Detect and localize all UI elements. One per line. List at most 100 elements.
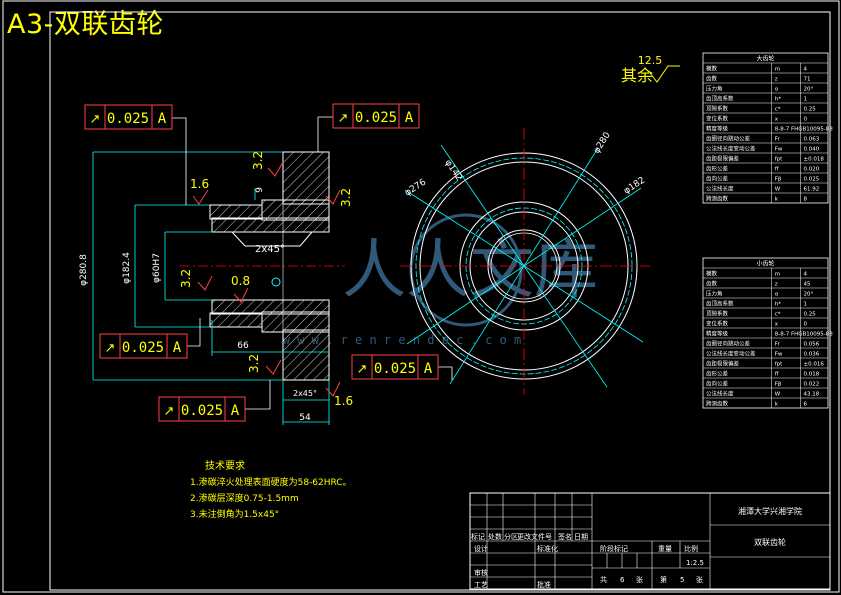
tol-value: 0.025 bbox=[355, 110, 397, 126]
table-cell: 4 bbox=[804, 67, 808, 73]
table-cell: ff bbox=[775, 372, 779, 378]
table-cell: Fw bbox=[775, 352, 783, 358]
table-cell: x bbox=[775, 117, 779, 123]
table-cell: 45 bbox=[804, 282, 811, 288]
tb-label: 设计 bbox=[474, 544, 488, 553]
table-cell: Fβ bbox=[775, 177, 782, 183]
table-cell: 齿形公差 bbox=[706, 370, 729, 378]
tol-value: 0.025 bbox=[107, 111, 149, 127]
table-cell: 0.25 bbox=[804, 107, 817, 113]
table-cell: α bbox=[775, 87, 779, 93]
table-cell: 0.063 bbox=[804, 137, 820, 143]
table-cell: 43.18 bbox=[804, 392, 820, 398]
big-gear-lower-rim bbox=[282, 329, 330, 381]
table-cell: Fr bbox=[775, 342, 781, 348]
table-cell: ±0.016 bbox=[804, 362, 825, 368]
section-view: φ280.8 φ182.4 φ60H7 2x45° 2x45° 9 66 54 … bbox=[79, 116, 453, 425]
table-cell: 齿圈径向跳动公差 bbox=[706, 135, 751, 143]
tb-label: 工艺 bbox=[474, 581, 488, 589]
tech-req-item: 1.渗碳淬火处理表面硬度为58-62HRC。 bbox=[190, 476, 352, 488]
table-cell: m bbox=[775, 67, 780, 73]
table-cell: 齿距极限偏差 bbox=[706, 360, 740, 368]
surface-label: 其余 bbox=[621, 66, 653, 85]
tol-symbol: ↗ bbox=[105, 341, 116, 356]
tb-label: 阶段标记 bbox=[600, 544, 628, 553]
datum-a-marker bbox=[271, 277, 281, 287]
tb-label: 审核 bbox=[474, 568, 488, 577]
circle-dim-2: φ276 bbox=[403, 177, 428, 198]
table-cell: 精度等级 bbox=[706, 330, 729, 338]
roughness-7: 1.6 bbox=[334, 394, 353, 408]
page-title: A3-双联齿轮 bbox=[7, 9, 164, 40]
table-cell: Fr bbox=[775, 137, 781, 143]
table-cell: 0 bbox=[804, 322, 808, 328]
table-cell: k bbox=[775, 197, 779, 203]
tb-label: 张 bbox=[636, 575, 643, 584]
table-cell: Fβ bbox=[775, 382, 782, 388]
tb-label: 第 bbox=[660, 575, 667, 584]
table-cell: 0.022 bbox=[804, 382, 820, 388]
table-title: 大齿轮 bbox=[756, 55, 774, 63]
surface-value: 12.5 bbox=[638, 54, 663, 67]
tb-label: 处数 bbox=[488, 532, 502, 541]
roughness-1: 1.6 bbox=[190, 177, 209, 191]
tb-part: 双联齿轮 bbox=[754, 537, 786, 547]
table-cell: 齿圈径向跳动公差 bbox=[706, 340, 751, 348]
surface-finish-note: 12.5 其余 bbox=[621, 54, 680, 85]
table-cell: 齿数 bbox=[706, 75, 718, 83]
table-cell: 模数 bbox=[706, 270, 718, 278]
dim-chamfer1: 2x45° bbox=[255, 244, 285, 255]
table-cell: 精度等级 bbox=[706, 125, 729, 133]
small-gear-lower bbox=[209, 312, 263, 328]
table-cell: 模数 bbox=[706, 65, 718, 73]
table-cell: 0.025 bbox=[804, 177, 820, 183]
tech-req-item: 2.渗碳层深度0.75-1.5mm bbox=[190, 492, 299, 504]
tb-label: 分区 bbox=[504, 532, 518, 541]
table-cell: 齿向公差 bbox=[706, 175, 729, 183]
table-cell: ff bbox=[775, 167, 779, 173]
table-cell: x bbox=[775, 322, 779, 328]
circle-dim-1: φ280 bbox=[592, 130, 613, 155]
tol-symbol: ↗ bbox=[357, 362, 368, 377]
tb-label: 张 bbox=[696, 575, 703, 584]
tb-total: 6 bbox=[620, 576, 625, 584]
table-cell: 1 bbox=[804, 302, 808, 308]
table-cell: z bbox=[775, 282, 778, 288]
big-gear-upper-rim bbox=[282, 151, 330, 205]
table-cell: h* bbox=[775, 97, 781, 103]
tech-req-item: 3.未注倒角为1.5x45° bbox=[190, 508, 279, 520]
tol-datum: A bbox=[158, 111, 167, 127]
tol-datum: A bbox=[231, 403, 240, 419]
tolerance-frame-3: ↗ 0.025 A bbox=[99, 333, 188, 359]
tb-scale: 1:2.5 bbox=[686, 559, 704, 567]
tb-label: 重量 bbox=[658, 545, 672, 553]
dim-small: 9 bbox=[255, 187, 265, 193]
table-cell: 0.056 bbox=[804, 342, 820, 348]
table-cell: 61.92 bbox=[804, 187, 820, 193]
dim-hub: φ182.4 bbox=[122, 252, 132, 284]
tol-symbol: ↗ bbox=[338, 111, 349, 126]
table-cell: α bbox=[775, 292, 779, 298]
tb-label: 标记 bbox=[471, 532, 485, 541]
technical-requirements: 技术要求 1.渗碳淬火处理表面硬度为58-62HRC。 2.渗碳层深度0.75-… bbox=[190, 459, 352, 520]
table-cell: 0.020 bbox=[804, 167, 820, 173]
tb-label: 更改文件号 bbox=[517, 532, 552, 541]
table-cell: 跨测齿数 bbox=[706, 195, 729, 203]
table-cell: fpt bbox=[775, 157, 783, 163]
tol-datum: A bbox=[424, 361, 433, 377]
table-cell: 0.040 bbox=[804, 147, 820, 153]
tb-label: 批准 bbox=[537, 580, 551, 589]
tolerance-frame-5: ↗ 0.025 A bbox=[158, 396, 246, 422]
tolerance-frame-2: ↗ 0.025 A bbox=[332, 103, 420, 129]
tol-value: 0.025 bbox=[374, 361, 416, 377]
table-cell: z bbox=[775, 77, 778, 83]
table-cell: 变位系数 bbox=[706, 115, 729, 123]
tb-label: 日期 bbox=[574, 533, 588, 541]
table-cell: 71 bbox=[804, 77, 811, 83]
table-cell: 齿数 bbox=[706, 280, 718, 288]
table-cell: 20° bbox=[804, 87, 814, 93]
table-cell: h* bbox=[775, 302, 781, 308]
roughness-5: 0.8 bbox=[231, 274, 250, 288]
table-cell: ±0.018 bbox=[804, 157, 825, 163]
table-cell: 跨测齿数 bbox=[706, 400, 729, 408]
